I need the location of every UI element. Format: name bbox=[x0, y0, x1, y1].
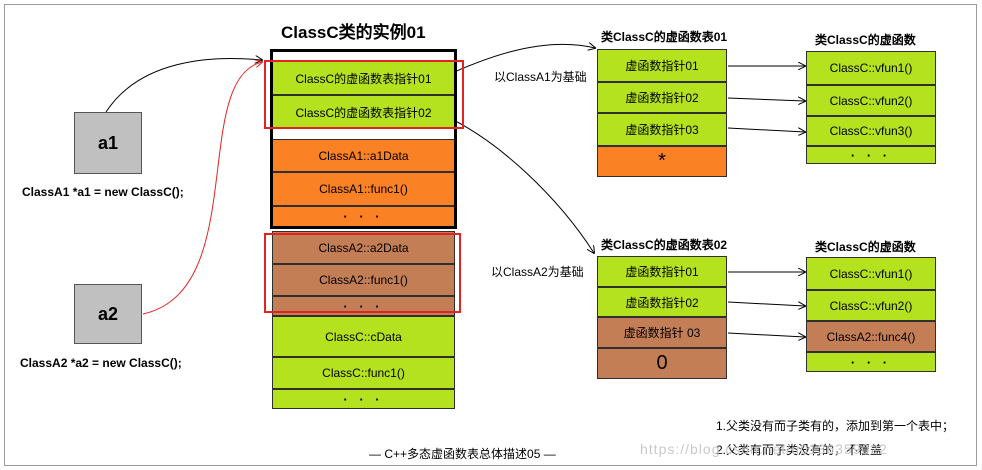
pointer-a1-box: a1 bbox=[74, 112, 142, 174]
funcs1-cell-4: · · · bbox=[806, 146, 936, 164]
funcs2-cell-2: ClassC::vfun2() bbox=[806, 290, 936, 321]
watermark: https://blog.csdn.net/u0136359022 bbox=[640, 441, 888, 457]
instance-cell-4: ClassA1::func1() bbox=[272, 172, 455, 206]
vtable1-cell-1: 虚函数指针01 bbox=[597, 49, 727, 82]
vtable2-cell-2: 虚函数指针02 bbox=[597, 287, 727, 317]
vtable1-base-label: 以ClassA1为基础 bbox=[494, 70, 587, 84]
a1-declaration: ClassA1 *a1 = new ClassC(); bbox=[22, 185, 184, 199]
funcs2-cell-1: ClassC::vfun1() bbox=[806, 257, 936, 290]
vtable1-cell-2: 虚函数指针02 bbox=[597, 82, 727, 113]
instance-cell-1: ClassC的虚函数表指针01 bbox=[272, 61, 455, 95]
funcs2-cell-3: ClassA2::func4() bbox=[806, 321, 936, 352]
a2-declaration: ClassA2 *a2 = new ClassC(); bbox=[20, 356, 182, 370]
funcs1-cell-2: ClassC::vfun2() bbox=[806, 85, 936, 116]
vtable2-cell-4: 0 bbox=[597, 348, 727, 379]
classa2-highlight bbox=[264, 233, 461, 313]
arrow-vt2-p2 bbox=[727, 301, 805, 306]
vtable1-cell-4: * bbox=[597, 146, 727, 177]
vtable2-base-label: 以ClassA2为基础 bbox=[491, 265, 584, 279]
instance-title: ClassC类的实例01 bbox=[281, 23, 426, 42]
arrow-vt1-p2 bbox=[727, 98, 805, 101]
arrow-vptr2-to-vtable2 bbox=[440, 113, 594, 253]
note-line-2: 2.父类有而子类没有的，不覆盖 bbox=[716, 443, 883, 457]
instance-classa1-outline bbox=[270, 49, 457, 229]
note-line-1: 1.父类没有而子类有的，添加到第一个表中； bbox=[716, 419, 955, 433]
instance-cell-6: ClassA2::a2Data bbox=[272, 231, 455, 264]
instance-cell-3: ClassA1::a1Data bbox=[272, 139, 455, 172]
vtable1-title: 类ClassC的虚函数表01 bbox=[601, 30, 728, 44]
vtable2-cell-1: 虚函数指针01 bbox=[597, 256, 727, 287]
instance-cell-7: ClassA2::func1() bbox=[272, 264, 455, 296]
instance-cell-2: ClassC的虚函数表指针02 bbox=[272, 95, 455, 129]
instance-cell-11: · · · bbox=[272, 389, 455, 409]
vtable2-title: 类ClassC的虚函数表02 bbox=[601, 238, 728, 252]
funcs1-cell-3: ClassC::vfun3() bbox=[806, 116, 936, 146]
instance-cell-10: ClassC::func1() bbox=[272, 357, 455, 389]
funcs2-title: 类ClassC的虚函数 bbox=[815, 240, 916, 254]
pointer-a2-box: a2 bbox=[74, 284, 142, 344]
funcs2-cell-4: · · · bbox=[806, 352, 936, 372]
diagram-caption: — C++多态虚函数表总体描述05 — bbox=[369, 447, 556, 461]
funcs1-cell-1: ClassC::vfun1() bbox=[806, 51, 936, 85]
vtable1-cell-3: 虚函数指针03 bbox=[597, 113, 727, 146]
vtable2-cell-3: 虚函数指针 03 bbox=[597, 317, 727, 348]
arrow-vt2-p3 bbox=[727, 332, 805, 337]
vptr-highlight bbox=[264, 60, 464, 129]
arrow-a2-to-instance bbox=[142, 62, 262, 315]
diagram-frame bbox=[4, 4, 977, 466]
funcs1-title: 类ClassC的虚函数 bbox=[815, 33, 916, 47]
arrow-vt1-p3 bbox=[727, 127, 805, 132]
arrow-a1-to-instance bbox=[105, 58, 262, 113]
instance-cell-9: ClassC::cData bbox=[272, 316, 455, 357]
